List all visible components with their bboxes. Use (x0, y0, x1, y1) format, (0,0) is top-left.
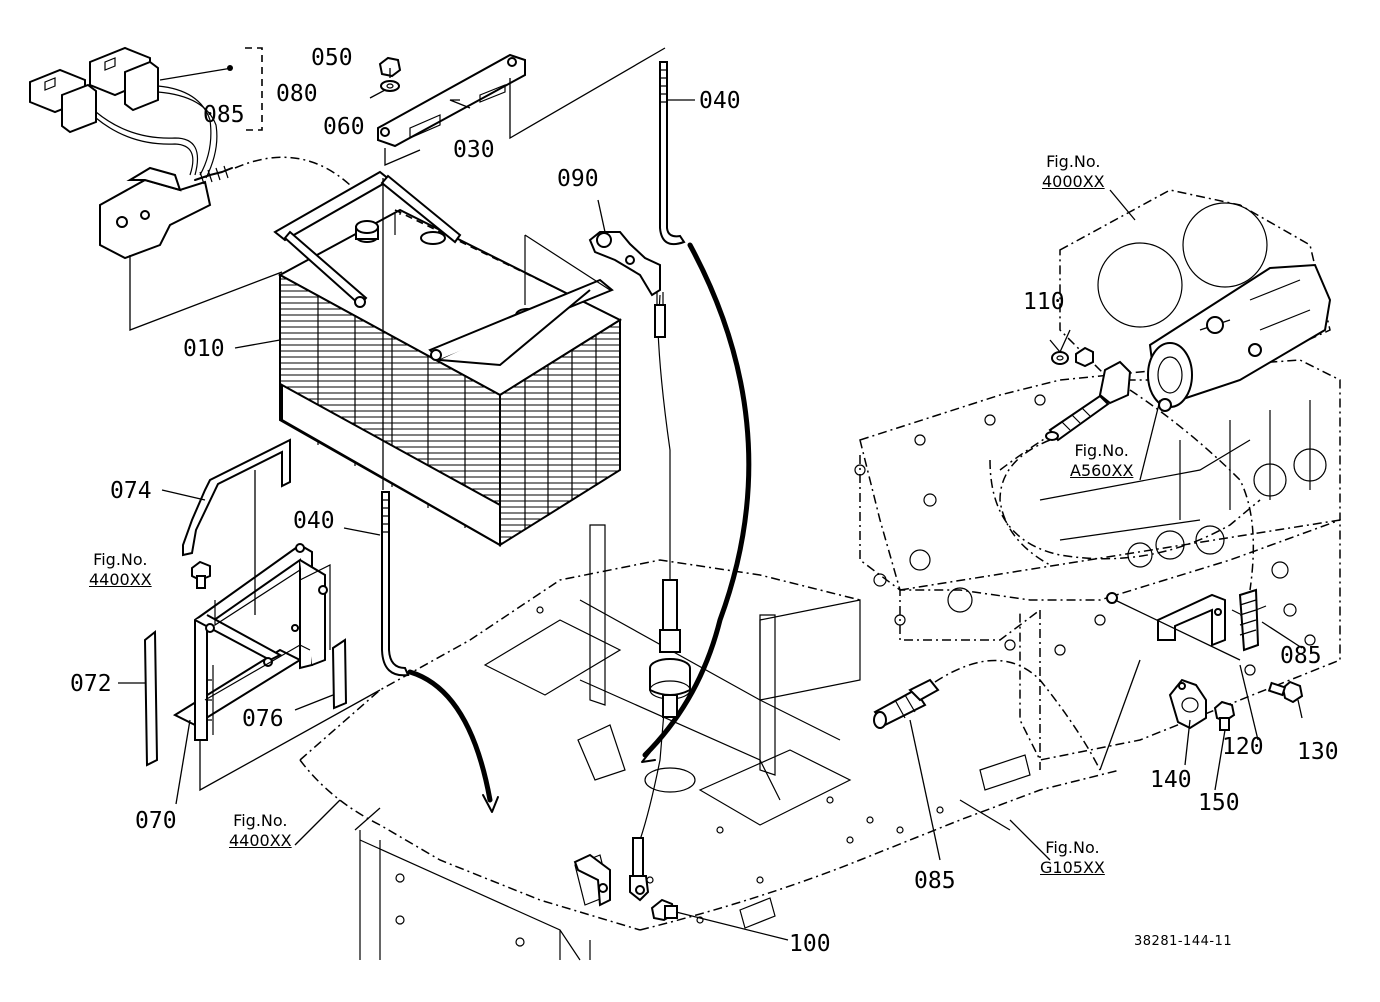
part-label-150: 150 (1198, 790, 1240, 816)
leader-lines (118, 68, 1303, 861)
bolt-small (191, 560, 211, 589)
part-label-080: 080 (276, 81, 318, 107)
battery (277, 208, 623, 547)
fig-ref-G105XX[interactable]: Fig.No. G105XX (1040, 838, 1105, 878)
part-label-110: 110 (1023, 289, 1065, 315)
document-number: 38281-144-11 (1134, 934, 1233, 949)
fig-ref-prefix: Fig.No. (1046, 152, 1101, 171)
bracket-clip (573, 853, 611, 907)
battery-cables (407, 242, 752, 841)
sensor-085-right (1106, 588, 1303, 661)
sensor-085-center (873, 659, 1101, 861)
part-label-090: 090 (557, 166, 599, 192)
part-label-040-upper: 040 (699, 88, 741, 114)
part-label-040-lower: 040 (293, 508, 335, 534)
nut-washer (378, 56, 402, 92)
ground-post (649, 579, 691, 718)
part-label-120: 120 (1222, 734, 1264, 760)
part-label-060: 060 (323, 114, 365, 140)
battery-frame-070 (172, 543, 331, 741)
wiring-harness (29, 46, 263, 260)
fig-ref-4400XX-left[interactable]: Fig.No. 4400XX (89, 550, 152, 590)
fig-ref-prefix: Fig.No. (1074, 441, 1129, 460)
starter-motor (1147, 263, 1332, 412)
part-label-072: 072 (70, 671, 112, 697)
terminal-090 (588, 231, 666, 338)
part-label-130: 130 (1297, 739, 1339, 765)
fig-ref-code: G105XX (1040, 858, 1105, 877)
rod-040-upper (659, 61, 686, 246)
fig-ref-4000XX[interactable]: Fig.No. 4000XX (1042, 152, 1105, 192)
fig-ref-code: 4000XX (1042, 172, 1105, 191)
part-label-140: 140 (1150, 767, 1192, 793)
part-label-010: 010 (183, 336, 225, 362)
fig-ref-code: 4400XX (229, 831, 292, 850)
part-label-030: 030 (453, 137, 495, 163)
strip-076 (331, 638, 348, 710)
fig-ref-prefix: Fig.No. (1045, 838, 1100, 857)
plate-074 (182, 438, 291, 557)
fig-ref-prefix: Fig.No. (233, 811, 288, 830)
bolt-130 (1267, 680, 1304, 704)
clamp-140 (1168, 678, 1207, 730)
part-label-050: 050 (311, 45, 353, 71)
part-label-085-harness: 085 (203, 102, 245, 128)
part-label-074: 074 (110, 478, 152, 504)
part-label-085-right: 085 (1280, 643, 1322, 669)
part-label-085-center: 085 (914, 868, 956, 894)
rod-040-lower (381, 491, 410, 677)
fig-ref-code: A560XX (1070, 461, 1134, 480)
strip-072 (143, 629, 159, 767)
part-label-070: 070 (135, 808, 177, 834)
bolt-150 (1213, 700, 1236, 731)
engine-block (854, 189, 1341, 770)
fig-ref-A560XX[interactable]: Fig.No. A560XX (1070, 441, 1133, 481)
part-label-100: 100 (789, 931, 831, 957)
chassis-frame (299, 524, 1121, 961)
ground-bolt-100 (629, 837, 789, 941)
fig-ref-code: 4400XX (89, 570, 152, 589)
bracket-030 (377, 47, 666, 166)
part-label-076: 076 (242, 706, 284, 732)
battery-holddown (273, 170, 614, 367)
fig-ref-prefix: Fig.No. (93, 550, 148, 569)
fig-ref-4400XX-bottom[interactable]: Fig.No. 4400XX (229, 811, 292, 851)
sensor-110 (999, 346, 1255, 591)
